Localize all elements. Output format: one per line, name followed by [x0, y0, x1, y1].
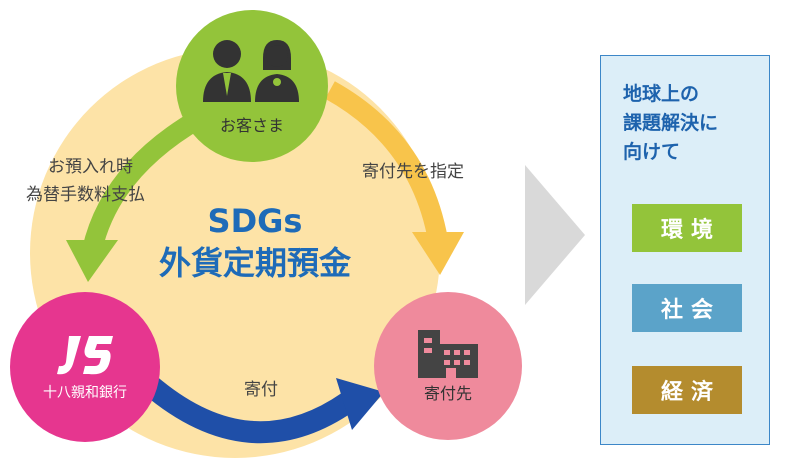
bank-label: 十八親和銀行 — [43, 385, 127, 401]
recipient-label: 寄付先 — [423, 384, 472, 403]
panel-heading-line1: 地球上の — [623, 83, 700, 105]
sdgs-panel: 地球上の 課題解決に 向けて 環境 社会 経済 — [600, 55, 770, 445]
panel-heading-line3: 向けて — [623, 141, 681, 163]
designate-label: 寄付先を指定 — [362, 162, 464, 182]
customer-node: お客さま — [176, 10, 328, 162]
chevron-right-icon — [525, 165, 585, 305]
environment-pill: 環境 — [632, 204, 742, 252]
recipient-node: 寄付先 — [374, 292, 522, 440]
two-people-icon — [203, 40, 299, 102]
blue-arrow — [142, 376, 384, 444]
customer-label: お客さま — [219, 116, 284, 135]
society-pill: 社会 — [632, 284, 742, 332]
donation-label: 寄付 — [244, 380, 278, 400]
title-line1: SDGs — [207, 202, 303, 240]
fee-label-line1: お預入れ時 — [48, 157, 133, 177]
bank-logo — [57, 336, 113, 375]
economy-pill: 経済 — [632, 366, 742, 414]
center-title: SDGs 外貨定期預金 — [130, 200, 380, 284]
fee-label-line2: 為替手数料支払 — [26, 185, 145, 205]
panel-heading-line2: 課題解決に — [623, 112, 719, 134]
panel-heading: 地球上の 課題解決に 向けて — [623, 80, 718, 167]
bank-node: 十八親和銀行 — [10, 292, 160, 442]
green-arrow — [66, 109, 206, 282]
title-line2: 外貨定期預金 — [158, 244, 351, 282]
yellow-arrow — [325, 81, 464, 275]
building-icon — [418, 330, 478, 378]
